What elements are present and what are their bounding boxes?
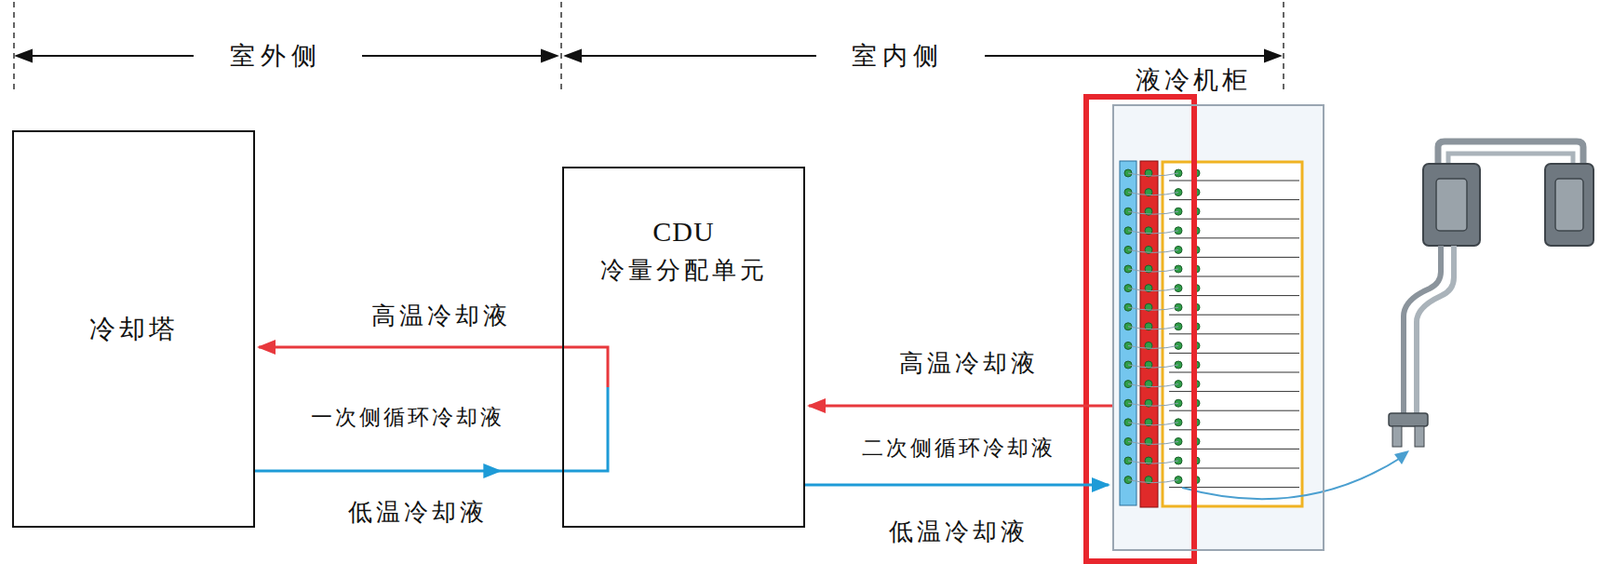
hose xyxy=(1128,364,1179,368)
edge-label: 低温冷却液 xyxy=(348,497,488,527)
rack-illustration xyxy=(1119,161,1303,508)
hose xyxy=(1128,173,1179,176)
server-slot xyxy=(1169,199,1300,201)
cold-plate-illustration xyxy=(1182,141,1594,499)
arrow-head xyxy=(256,339,276,355)
hose xyxy=(1128,441,1179,444)
cabinet-box: 液冷机柜 xyxy=(1112,104,1325,552)
server-slot xyxy=(1169,448,1300,450)
flow-line xyxy=(258,347,608,388)
server-slot xyxy=(1169,486,1300,488)
cabinet-fill xyxy=(1112,104,1325,552)
quick-coupling-dot xyxy=(1174,227,1183,235)
span-arrows xyxy=(16,50,1280,62)
pointer-head xyxy=(1394,450,1410,465)
server-slot xyxy=(1169,237,1300,239)
hose xyxy=(1128,249,1179,253)
server-slot xyxy=(1169,410,1300,412)
cold-plate xyxy=(1423,163,1480,246)
server-slot xyxy=(1169,468,1300,470)
server-slot xyxy=(1169,276,1300,278)
quick-connector xyxy=(1388,413,1428,427)
hose xyxy=(1128,307,1179,310)
span-head xyxy=(1264,50,1280,62)
hose xyxy=(1128,460,1179,464)
flow-line xyxy=(808,404,1113,408)
divider-line xyxy=(560,1,563,94)
highlight-frame xyxy=(1086,96,1195,562)
cabinet-title: 液冷机柜 xyxy=(1135,65,1251,95)
arrow-head xyxy=(1091,477,1111,493)
cdu-box: CDU 冷量分配单元 xyxy=(562,166,806,528)
region-label: 室外侧 xyxy=(229,40,323,71)
hose xyxy=(1128,192,1179,196)
loop-label: 一次侧循环冷却液 xyxy=(310,404,505,431)
cold-plate-core xyxy=(1436,178,1467,231)
region-label: 室内侧 xyxy=(851,40,944,71)
divider-line xyxy=(1282,1,1285,94)
hose xyxy=(1128,230,1179,234)
hose xyxy=(1128,211,1179,215)
node-label: 冷却塔 xyxy=(89,313,179,346)
supply-tube xyxy=(1403,245,1441,416)
cooling-tower-box: 冷却塔 xyxy=(12,130,256,528)
hose xyxy=(1128,480,1179,484)
flow-line xyxy=(805,484,1109,487)
span-head xyxy=(16,50,32,62)
edge-label: 高温冷却液 xyxy=(899,349,1039,378)
span-line xyxy=(22,54,194,57)
server-slot xyxy=(1169,218,1300,220)
hose xyxy=(1128,326,1179,330)
node-label: 冷量分配单元 xyxy=(600,255,768,285)
hose xyxy=(1128,422,1179,426)
span-line xyxy=(984,54,1274,57)
node-label: CDU xyxy=(652,215,714,249)
hose xyxy=(1128,268,1179,272)
edge-label: 低温冷却液 xyxy=(888,517,1029,547)
server-slot xyxy=(1169,390,1300,392)
hose xyxy=(1128,384,1179,388)
server-slot xyxy=(1169,314,1300,316)
flow-connector xyxy=(255,387,608,479)
hose xyxy=(1128,345,1179,349)
span-line xyxy=(571,54,817,57)
flow-connector xyxy=(256,339,608,388)
server-frame xyxy=(1162,161,1303,507)
hose xyxy=(1128,403,1179,406)
span-line xyxy=(362,54,552,57)
divider-line xyxy=(13,1,15,94)
flow-connector xyxy=(805,477,1111,493)
connector-pin xyxy=(1392,426,1402,447)
connector-pin xyxy=(1414,426,1425,447)
span-head xyxy=(541,50,557,62)
hot-manifold xyxy=(1140,161,1158,508)
server-slot xyxy=(1169,180,1300,182)
arrow-head xyxy=(483,463,502,479)
flow-line xyxy=(255,387,608,471)
server-slot xyxy=(1169,352,1300,354)
cold-plate-core xyxy=(1555,178,1584,231)
loop-label: 二次侧循环冷却液 xyxy=(861,435,1056,462)
arrow-head xyxy=(806,398,826,414)
server-slot xyxy=(1169,429,1300,431)
flow-connector xyxy=(806,398,1113,414)
server-slot xyxy=(1169,333,1300,335)
server-slot xyxy=(1169,295,1300,296)
edge-label: 高温冷却液 xyxy=(371,301,511,331)
return-tube xyxy=(1416,245,1454,416)
region-dividers xyxy=(13,1,1284,94)
pointer-curve xyxy=(1182,456,1404,499)
server-slot xyxy=(1169,256,1300,258)
cold-plate xyxy=(1545,163,1594,246)
server-slot xyxy=(1169,372,1300,374)
hose xyxy=(1128,288,1179,292)
span-head xyxy=(565,50,581,62)
